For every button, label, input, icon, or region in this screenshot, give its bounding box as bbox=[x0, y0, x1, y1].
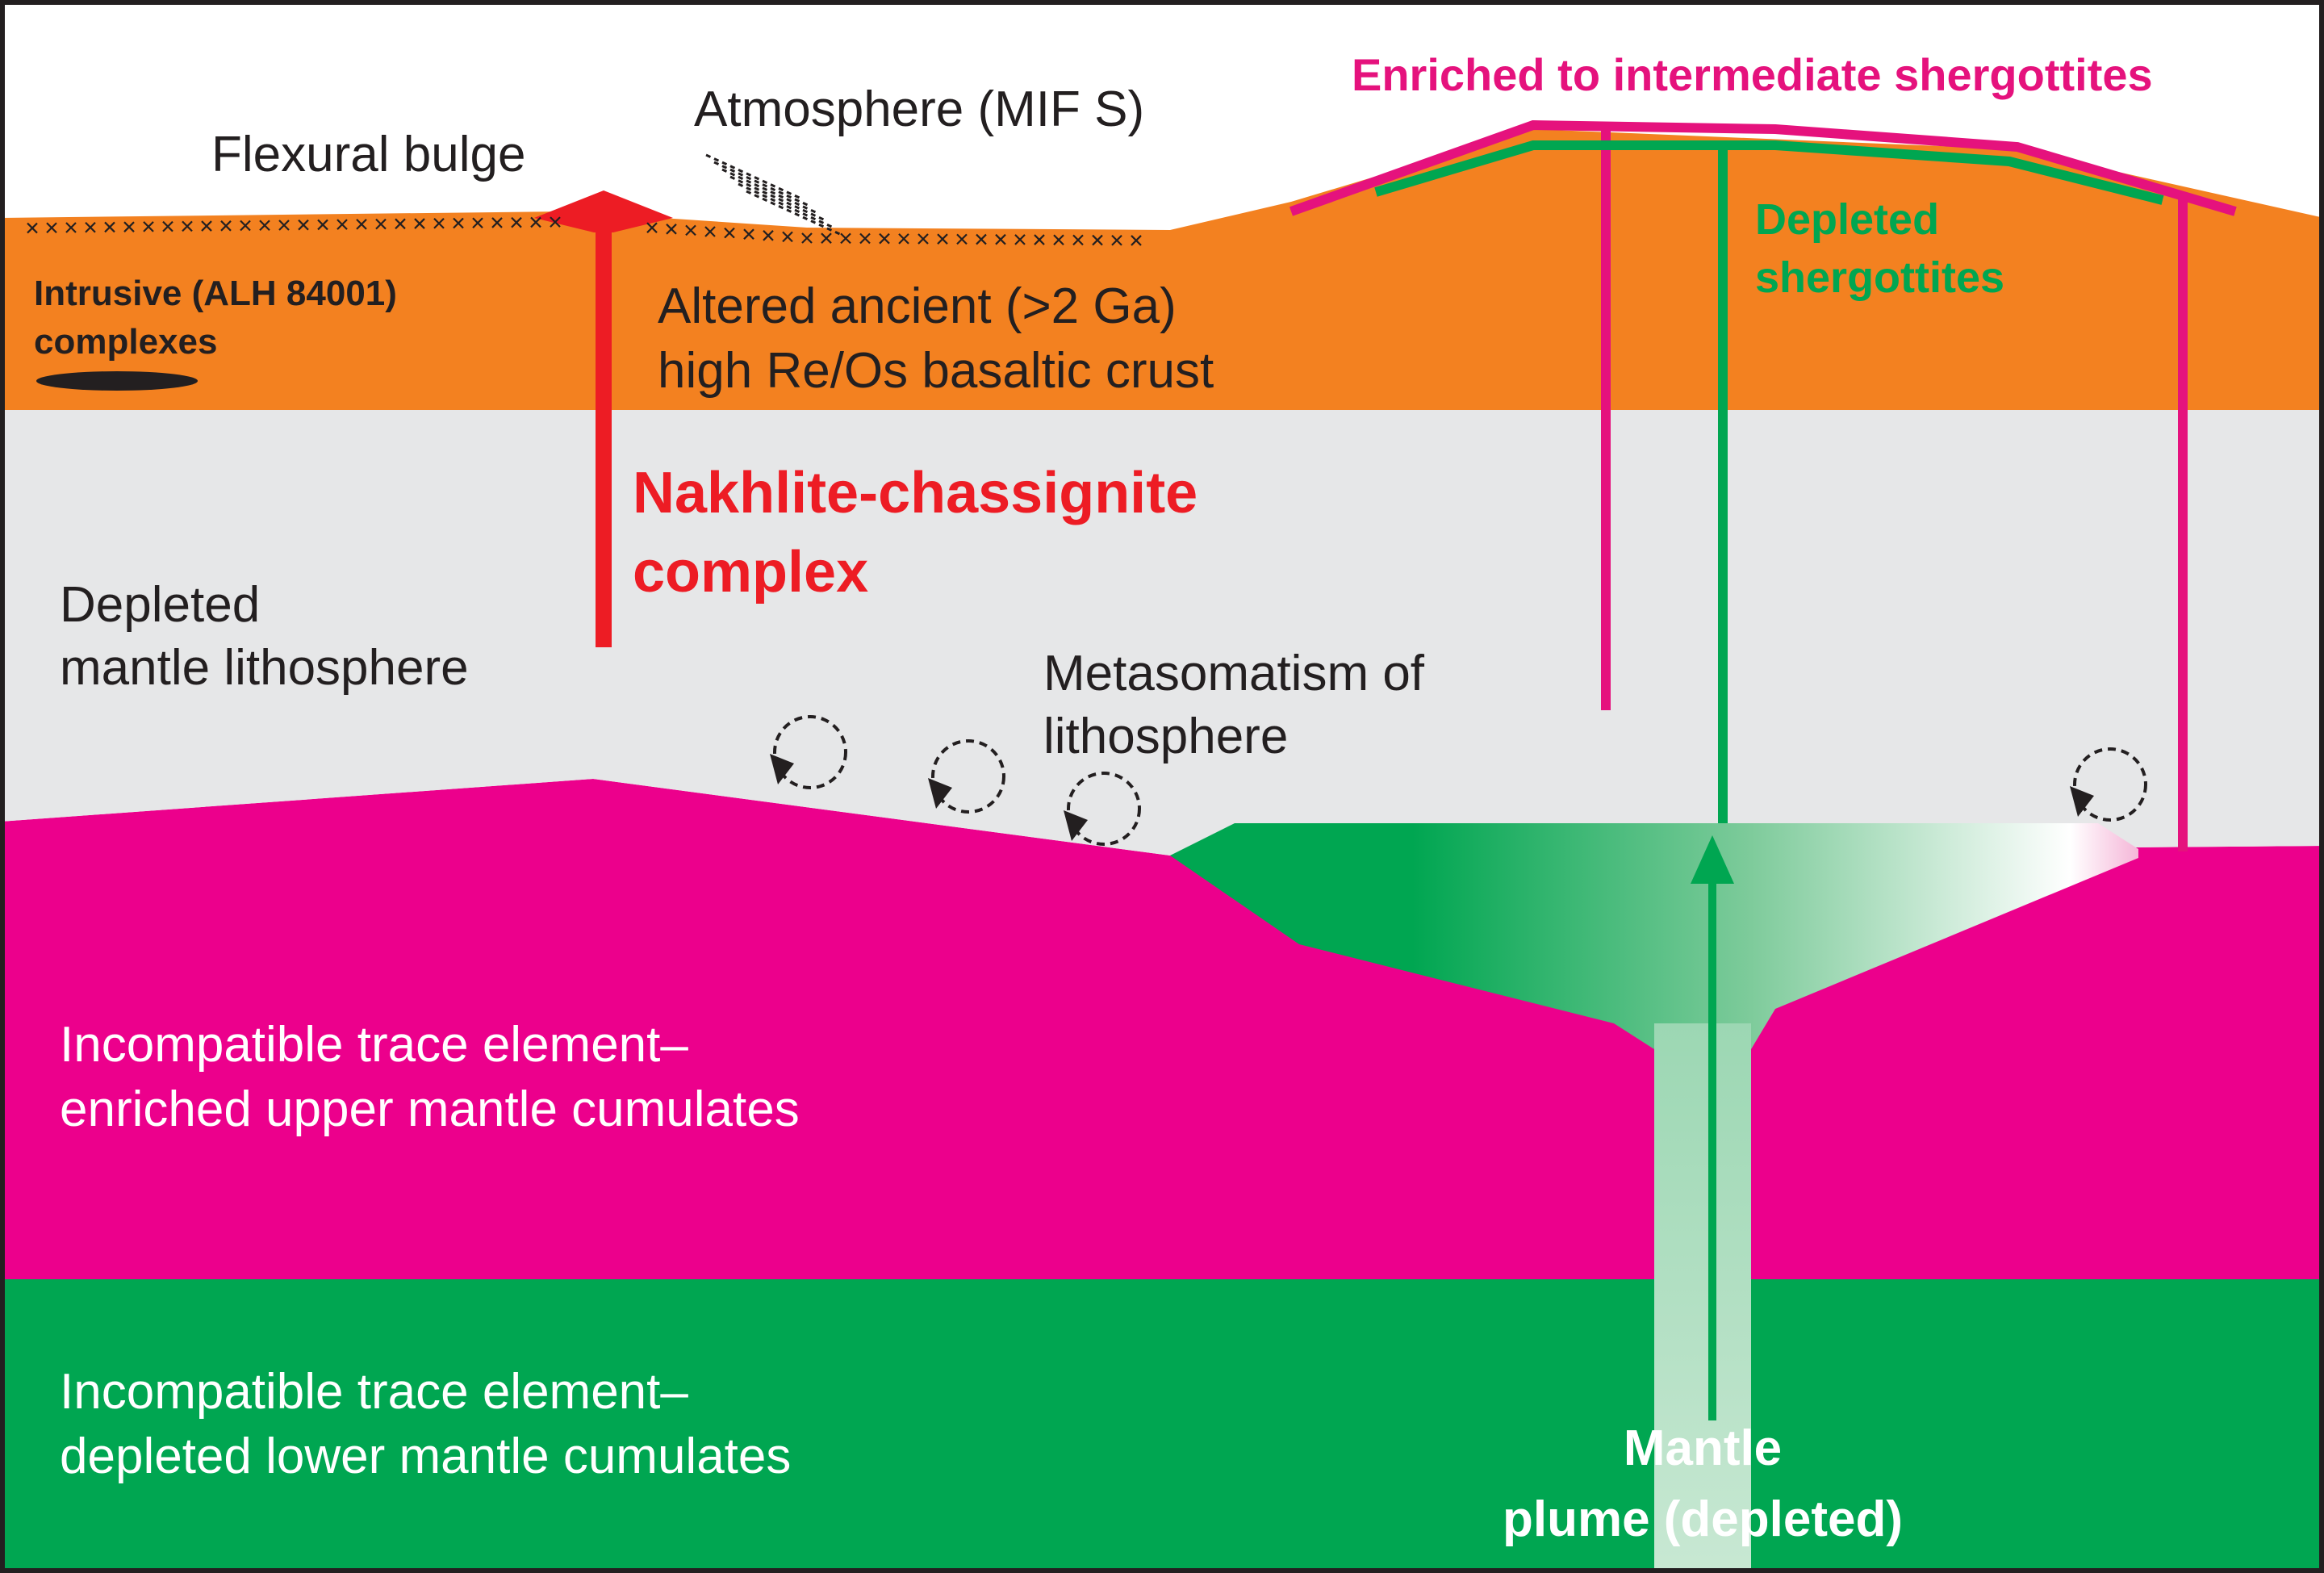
enriched-shergottite-conduits bbox=[1289, 119, 2237, 851]
label-depleted-cumulates-line1: Incompatible trace element– bbox=[60, 1364, 688, 1420]
nakhlite-conduit bbox=[534, 190, 673, 647]
depleted-shergottite-conduits bbox=[1374, 140, 2164, 823]
metasomatism-arrows bbox=[770, 715, 2147, 846]
label-flexural-bulge: Flexural bulge bbox=[211, 127, 525, 182]
label-enriched-cumulates-line1: Incompatible trace element– bbox=[60, 1017, 688, 1073]
label-enriched-cumulates-line2: enriched upper mantle cumulates bbox=[60, 1081, 800, 1137]
label-enriched-shergottites: Enriched to intermediate shergottites bbox=[1352, 49, 2153, 100]
label-depleted-shergottites-line1: Depleted bbox=[1755, 195, 1939, 244]
lithosphere-layer bbox=[0, 410, 2324, 856]
label-plume-line1: Mantle bbox=[1624, 1420, 1782, 1476]
crust-layer bbox=[0, 129, 2324, 410]
label-altered-crust-line1: Altered ancient (>2 Ga) bbox=[658, 278, 1177, 334]
label-intrusive-line1: Intrusive (ALH 84001) bbox=[34, 274, 397, 313]
plume-stem bbox=[1654, 1023, 1751, 1573]
label-depleted-lithosphere-line1: Depleted bbox=[60, 577, 260, 633]
plume-arrow bbox=[1691, 835, 1734, 1420]
intrusive-body bbox=[36, 371, 198, 391]
label-metasomatism-line1: Metasomatism of bbox=[1043, 646, 1425, 701]
atmosphere-particles bbox=[705, 153, 844, 237]
label-intrusive-line2: complexes bbox=[34, 322, 217, 362]
plume-head bbox=[1170, 823, 2138, 1049]
label-metasomatism-line2: lithosphere bbox=[1043, 709, 1288, 764]
label-depleted-shergottites-line2: shergottites bbox=[1755, 253, 2004, 302]
label-depleted-lithosphere-line2: mantle lithosphere bbox=[60, 640, 469, 696]
label-altered-crust-line2: high Re/Os basaltic crust bbox=[658, 343, 1214, 399]
lower-mantle-layer bbox=[0, 1279, 2324, 1573]
altered-crust-texture bbox=[27, 216, 1142, 246]
label-plume-line2: plume (depleted) bbox=[1503, 1491, 1903, 1547]
label-atmosphere: Atmosphere (MIF S) bbox=[694, 82, 1144, 137]
label-nakhlite-line1: Nakhlite-chassignite bbox=[633, 461, 1198, 525]
label-nakhlite-line2: complex bbox=[633, 540, 868, 605]
label-depleted-cumulates-line2: depleted lower mantle cumulates bbox=[60, 1429, 791, 1484]
